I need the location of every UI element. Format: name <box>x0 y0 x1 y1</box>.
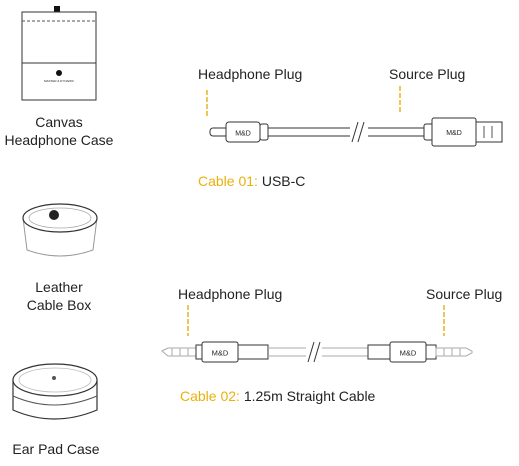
cable-02-caption: Cable 02: 1.25m Straight Cable <box>180 387 375 405</box>
cable-box-label-line1: Leather <box>35 279 83 295</box>
cable-02-left-connector-text: M&D <box>212 349 229 358</box>
cable-02-source-plug-label: Source Plug <box>426 286 503 302</box>
cable-01-caption-prefix: Cable 01: <box>198 173 258 189</box>
cable-box-illustration <box>22 203 98 257</box>
cable-01-caption-text: USB-C <box>261 173 306 189</box>
cable-02-caption-text: 1.25m Straight Cable <box>243 388 376 404</box>
canvas-case-label-line2: Headphone Case <box>4 132 114 148</box>
canvas-case-label-line1: Canvas <box>35 114 83 130</box>
case-logo-icon <box>56 70 62 76</box>
canvas-case-label: Canvas Headphone Case <box>0 113 118 149</box>
cable-02-right-connector-text: M&D <box>400 349 417 358</box>
box-logo-icon <box>49 210 59 220</box>
cable-box-label-line2: Cable Box <box>26 297 92 313</box>
cable-02-illustration: M&D M&D <box>161 305 473 363</box>
cable-01-headphone-plug-label: Headphone Plug <box>198 66 303 82</box>
cable-box-label: Leather Cable Box <box>0 278 118 314</box>
canvas-case-illustration: MASTER & DYNAMIC <box>21 6 97 101</box>
case-logo-text: MASTER & DYNAMIC <box>44 79 75 83</box>
pad-case-logo-icon <box>52 376 56 380</box>
cable-01-right-connector-text: M&D <box>446 130 462 137</box>
ear-pad-case-label: Ear Pad Case <box>12 441 100 457</box>
cable-02-headphone-plug-label: Headphone Plug <box>178 286 283 302</box>
cable-02-caption-prefix: Cable 02: <box>180 388 240 404</box>
cable-01-source-plug-label: Source Plug <box>389 66 466 82</box>
ear-pad-case-illustration <box>12 363 98 420</box>
cable-01-illustration: M&D M&D <box>206 86 503 147</box>
cable-01-left-connector-text: M&D <box>235 131 251 138</box>
cable-01-caption: Cable 01: USB-C <box>198 172 305 190</box>
